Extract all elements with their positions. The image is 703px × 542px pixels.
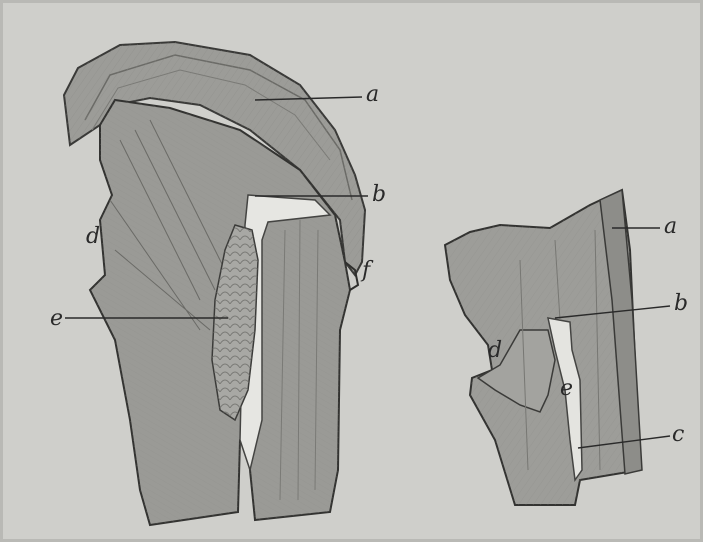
label-left-d: d xyxy=(86,226,100,248)
label-left-a: a xyxy=(366,84,379,106)
label-right-b: b xyxy=(674,293,688,315)
label-left-b: b xyxy=(372,184,386,206)
label-right-e: e xyxy=(560,378,573,400)
label-right-a: a xyxy=(664,216,677,238)
label-right-d: d xyxy=(488,340,502,362)
label-left-e: e xyxy=(50,308,63,330)
label-left-f: f xyxy=(362,260,370,282)
label-right-c: c xyxy=(672,424,684,446)
